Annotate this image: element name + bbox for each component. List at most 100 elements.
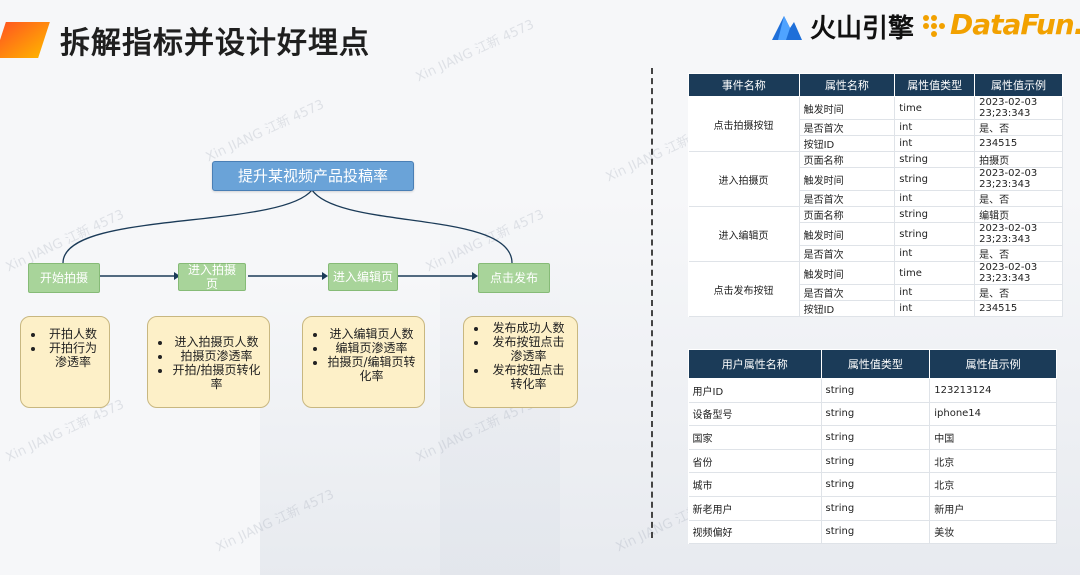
table-cell: 美妆 <box>929 520 1057 545</box>
mountain-icon <box>772 15 802 40</box>
table-cell: 234515 <box>974 135 1063 152</box>
table-header: 属性名称 <box>798 73 896 97</box>
table-cell: string <box>894 222 976 246</box>
table-cell: string <box>821 496 931 521</box>
table-cell: int <box>894 135 976 152</box>
table-cell: string <box>821 402 931 427</box>
table-cell: int <box>894 190 976 207</box>
table-cell: 北京 <box>929 472 1057 497</box>
metric-item: 开拍/拍摄页转化率 <box>172 363 261 391</box>
table-cell: 拍摄页 <box>974 151 1063 168</box>
table-cell: string <box>821 520 931 545</box>
table-cell: 是、否 <box>974 190 1063 207</box>
table-cell: 中国 <box>929 425 1057 450</box>
table-cell: 视频偏好 <box>688 520 822 545</box>
table-cell: int <box>894 300 976 317</box>
table-cell: time <box>894 261 976 285</box>
table-cell: string <box>821 472 931 497</box>
table-cell: 是否首次 <box>799 190 896 207</box>
step-enter-edit-page: 进入编辑页 <box>328 263 398 291</box>
page-title: 拆解指标并设计好埋点 <box>60 26 370 61</box>
datafun-logo: DataFun. <box>920 8 1080 41</box>
metric-card: 发布成功人数 发布按钮点击渗透率 发布按钮点击转化率 <box>463 316 578 408</box>
table-cell: 页面名称 <box>799 206 896 223</box>
table-header: 属性值类型 <box>820 349 931 379</box>
table-cell: string <box>894 151 976 168</box>
table-cell: 234515 <box>974 300 1063 317</box>
table-cell: 是、否 <box>974 119 1063 136</box>
table-cell: 编辑页 <box>974 206 1063 223</box>
table-cell: 2023-02-03 23;23:343 <box>974 96 1063 120</box>
table-cell: int <box>894 245 976 262</box>
table-cell: 按钮ID <box>799 300 896 317</box>
volcano-engine-logo: 火山引擎 <box>770 8 914 45</box>
table-cell: 用户ID <box>688 378 822 403</box>
datafun-dots-icon <box>923 14 945 37</box>
table-cell: iphone14 <box>929 402 1057 427</box>
table-cell: time <box>894 96 976 120</box>
metric-item: 发布按钮点击转化率 <box>488 363 569 391</box>
table-cell: 国家 <box>688 425 822 450</box>
table-cell: 按钮ID <box>799 135 896 152</box>
metric-item: 编辑页渗透率 <box>327 341 416 355</box>
table-cell: int <box>894 284 976 301</box>
table-header: 事件名称 <box>688 73 800 97</box>
table-cell: string <box>894 167 976 191</box>
title-accent-bar <box>0 22 50 58</box>
table-cell: 2023-02-03 23;23:343 <box>974 261 1063 285</box>
table-cell: 设备型号 <box>688 402 822 427</box>
table-cell: 是否首次 <box>799 284 896 301</box>
table-cell: string <box>894 206 976 223</box>
metric-item: 进入拍摄页人数 <box>172 335 261 349</box>
table-cell: 页面名称 <box>799 151 896 168</box>
table-cell: 触发时间 <box>799 222 896 246</box>
table-cell: 北京 <box>929 449 1057 474</box>
step-enter-shoot-page: 进入拍摄页 <box>178 263 246 291</box>
step-click-publish: 点击发布 <box>478 263 550 293</box>
table-cell: 触发时间 <box>799 167 896 191</box>
table-header: 属性值示例 <box>974 73 1063 97</box>
table-cell: int <box>894 119 976 136</box>
table-cell: string <box>821 378 931 403</box>
table-cell: 新用户 <box>929 496 1057 521</box>
metric-item: 开拍行为渗透率 <box>45 341 101 369</box>
table-header: 属性值示例 <box>929 349 1057 379</box>
goal-node: 提升某视频产品投稿率 <box>212 161 414 191</box>
table-cell: 2023-02-03 23;23:343 <box>974 222 1063 246</box>
metric-card: 开拍人数 开拍行为渗透率 <box>20 316 110 408</box>
table-cell: 是否首次 <box>799 119 896 136</box>
metric-item: 发布按钮点击渗透率 <box>488 335 569 363</box>
table-cell: 城市 <box>688 472 822 497</box>
event-name-cell: 进入拍摄页 <box>688 151 800 207</box>
event-name-cell: 点击发布按钮 <box>688 261 800 317</box>
watermark: Xin JIANG 江新 4573 <box>203 97 327 166</box>
watermark: Xin JIANG 江新 4573 <box>413 17 537 86</box>
table-cell: 触发时间 <box>799 261 896 285</box>
metric-item: 拍摄页渗透率 <box>172 349 261 363</box>
table-header: 用户属性名称 <box>688 349 822 379</box>
metric-item: 进入编辑页人数 <box>327 327 416 341</box>
metric-card: 进入编辑页人数 编辑页渗透率 拍摄页/编辑页转化率 <box>302 316 425 408</box>
table-cell: 新老用户 <box>688 496 822 521</box>
section-divider <box>651 68 653 538</box>
table-cell: 123213124 <box>929 378 1057 403</box>
event-name-cell: 进入编辑页 <box>688 206 800 262</box>
table-cell: 触发时间 <box>799 96 896 120</box>
table-cell: 2023-02-03 23;23:343 <box>974 167 1063 191</box>
